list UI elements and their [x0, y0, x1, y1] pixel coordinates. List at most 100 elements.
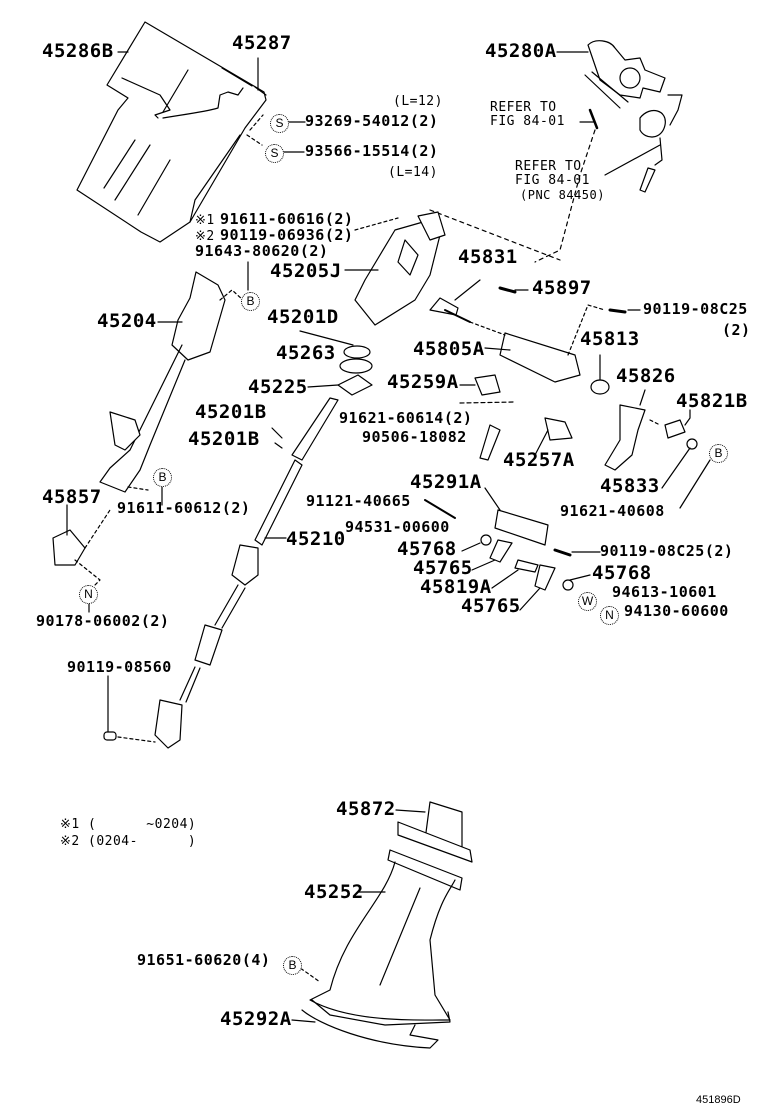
label-91621-60614: 91621-60614(2) — [339, 409, 473, 427]
label-45897: 45897 — [532, 277, 592, 299]
column-tube-drawing — [99, 271, 226, 493]
dash-45813 — [567, 304, 606, 356]
label-45280A: 45280A — [485, 40, 557, 62]
part-90506-spring — [479, 424, 501, 461]
leader-45257A — [534, 429, 549, 456]
label-90119-08560: 90119-08560 — [67, 658, 172, 676]
label-45201D: 45201D — [267, 306, 339, 328]
label-91651-60620: 91651-60620(4) — [137, 951, 271, 969]
label-45259A: 45259A — [387, 371, 459, 393]
refer-1-line1: REFER TO — [490, 100, 557, 115]
part-45765-b — [534, 564, 556, 591]
dash-bolt-2 — [117, 736, 156, 743]
label-90119-06936: 90119-06936(2) — [220, 226, 354, 244]
leader-refer2 — [604, 144, 661, 176]
dash-lock — [429, 129, 596, 263]
part-45263 — [339, 358, 373, 374]
leader-45201B — [271, 427, 283, 449]
switch-housing-drawing — [354, 211, 446, 326]
label-45286B: 45286B — [42, 40, 114, 62]
leader-45826 — [639, 389, 646, 406]
leader-45291A — [484, 487, 501, 511]
label-45826: 45826 — [616, 365, 676, 387]
leader-45821B — [684, 409, 691, 426]
label-45819A: 45819A — [420, 576, 492, 598]
dash-switch — [354, 217, 399, 231]
part-45821B — [664, 419, 686, 439]
part-90119-08c25 — [608, 308, 627, 314]
part-45259A — [474, 374, 501, 396]
label-90119-08C25: 90119-08C25 — [643, 300, 748, 318]
label-45210: 45210 — [286, 528, 346, 550]
refer-2-line2: FIG 84-01 — [515, 173, 590, 188]
symbol-b-icon: B — [153, 468, 172, 487]
leader-45872 — [395, 809, 426, 813]
legend-mark-2: ※2 — [60, 834, 80, 849]
label-45805A: 45805A — [413, 338, 485, 360]
part-45897 — [498, 286, 517, 294]
screw-drawing — [588, 108, 599, 130]
part-45257A — [544, 417, 573, 441]
leader-91621-40608 — [679, 459, 711, 509]
dash-45259A — [459, 401, 516, 404]
part-45805A — [499, 332, 581, 383]
label-45225: 45225 — [248, 376, 308, 398]
symbol-s-icon: S — [265, 144, 284, 163]
dash-bracket — [219, 289, 244, 301]
part-45291A — [494, 509, 549, 546]
label-45263: 45263 — [276, 342, 336, 364]
label-45872: 45872 — [336, 798, 396, 820]
label-45292A: 45292A — [220, 1008, 292, 1030]
symbol-s-icon: S — [270, 114, 289, 133]
part-91121-40665 — [424, 499, 456, 519]
dash-bolt — [127, 486, 149, 491]
label-90506-18082: 90506-18082 — [362, 428, 467, 446]
symbol-b-icon: B — [241, 292, 260, 311]
refer-2-line1: REFER TO — [515, 159, 582, 174]
label-45252: 45252 — [304, 881, 364, 903]
part-45831-bolt — [444, 309, 471, 323]
part-90119-08c25-b — [553, 548, 572, 557]
label-90119-08C25-mid: 90119-08C25(2) — [600, 542, 734, 560]
legend-range-1: ( ~0204) — [88, 817, 197, 832]
label-45813: 45813 — [580, 328, 640, 350]
symbol-n-icon: N — [79, 585, 98, 604]
dash-screws — [246, 114, 264, 146]
dash-45805A — [469, 321, 506, 336]
dash-45826 — [649, 419, 661, 426]
label-45765-upper: 45765 — [413, 557, 473, 579]
leader-45805A — [484, 347, 511, 351]
label-91643-80620: 91643-80620(2) — [195, 242, 329, 260]
label-45287: 45287 — [232, 32, 292, 54]
boot-drawing — [301, 801, 473, 1049]
label-94531-00600: 94531-00600 — [345, 518, 450, 536]
label-45291A: 45291A — [410, 471, 482, 493]
label-91621-40608: 91621-40608 — [560, 502, 665, 520]
part-45225 — [337, 374, 373, 396]
part-45768-b — [562, 579, 574, 591]
symbol-n-icon: N — [600, 606, 619, 625]
steering-shaft-drawing — [154, 397, 339, 749]
label-94130-60600: 94130-60600 — [624, 602, 729, 620]
refer-2-pnc: (PNC 84450) — [520, 188, 605, 202]
prefix-mark-1: ※1 — [195, 213, 215, 228]
leader-45225 — [307, 384, 339, 388]
label-91611-60612: 91611-60612(2) — [117, 499, 251, 517]
leaders-pins — [461, 542, 591, 611]
part-45201D — [343, 345, 371, 359]
label-94613-10601: 94613-10601 — [612, 583, 717, 601]
column-cover-drawing — [76, 21, 267, 243]
label-45857: 45857 — [42, 486, 102, 508]
figure-id: 451896D — [696, 1094, 741, 1106]
symbol-w-icon: W — [578, 592, 597, 611]
label-45201B-upper: 45201B — [195, 401, 267, 423]
label-45257A: 45257A — [503, 449, 575, 471]
part-45768-a — [480, 534, 492, 546]
legend-range-2: (0204- ) — [88, 834, 197, 849]
prefix-mark-2: ※2 — [195, 229, 215, 244]
label-45831: 45831 — [458, 246, 518, 268]
label-45205J: 45205J — [270, 260, 342, 282]
label-90178-06002: 90178-06002(2) — [36, 612, 170, 630]
part-45857 — [52, 529, 86, 566]
legend-mark-1: ※1 — [60, 817, 80, 832]
